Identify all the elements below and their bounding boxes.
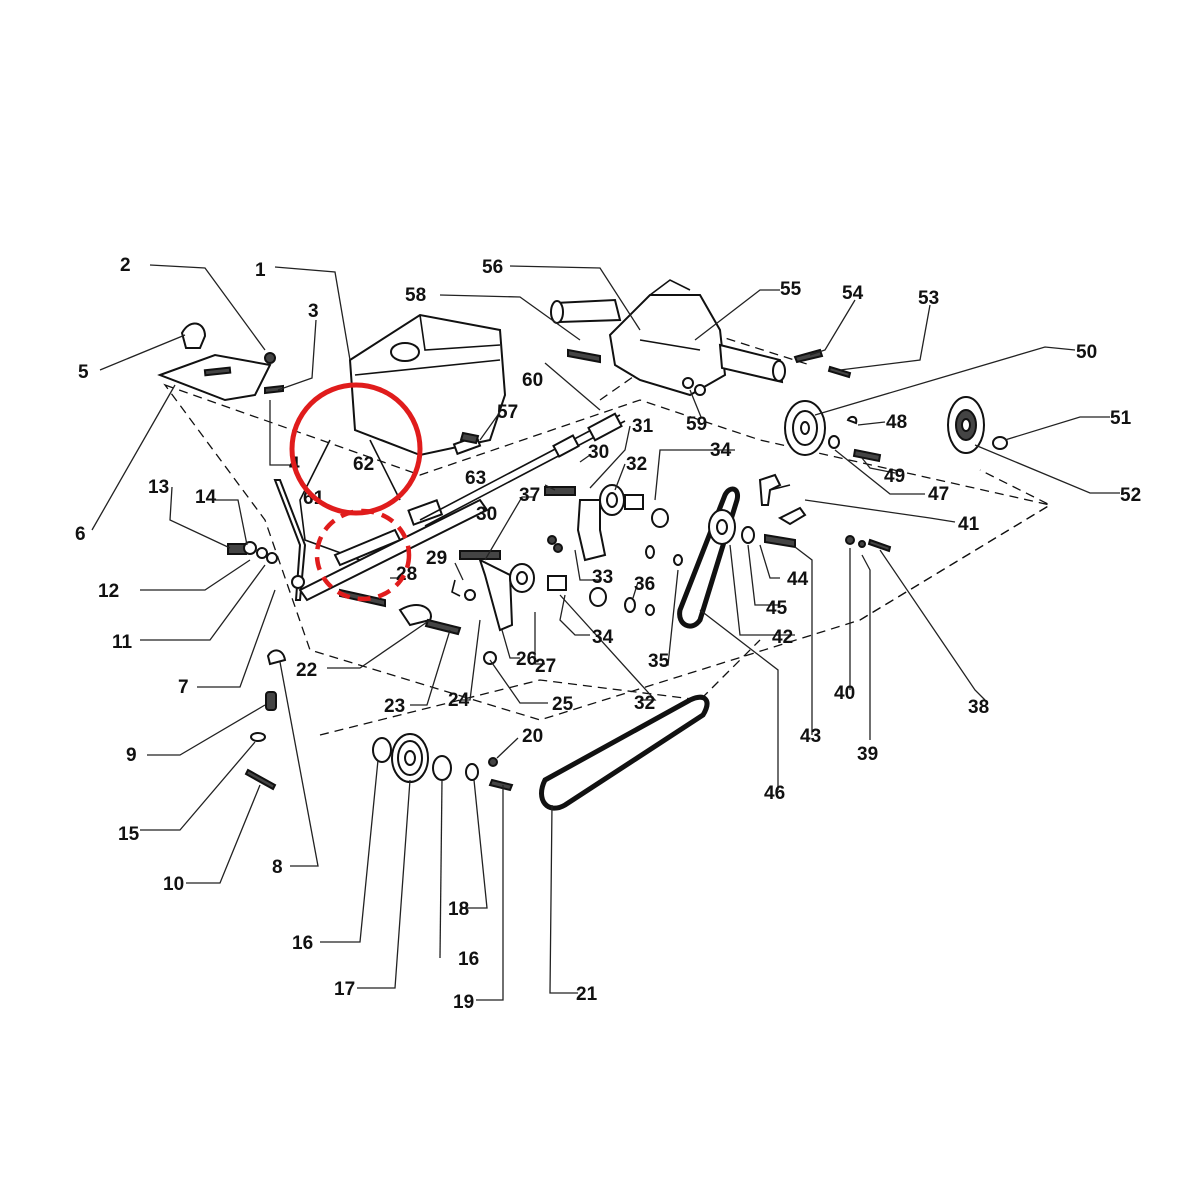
drive-pulley-parts [708, 509, 892, 553]
callout-52: 52 [1120, 485, 1141, 506]
bracket-pulley-parts [509, 484, 683, 616]
callout-24: 24 [448, 690, 470, 711]
callout-29: 29 [426, 548, 447, 569]
callout-22: 22 [296, 660, 317, 681]
callout-12: 12 [98, 581, 119, 602]
callout-50: 50 [1076, 342, 1097, 363]
callout-6: 6 [75, 524, 86, 545]
callout-9: 9 [126, 745, 137, 766]
callout-40: 40 [834, 683, 855, 704]
callout-32-upper: 32 [626, 454, 647, 475]
control-panel-part [157, 322, 284, 402]
callout-34-upper: 34 [710, 440, 732, 461]
callout-39: 39 [857, 744, 878, 765]
callout-63: 63 [465, 468, 486, 489]
control-rod-parts [419, 412, 626, 560]
transmission-parts [459, 279, 852, 445]
shift-lever-part [273, 479, 307, 601]
callout-34-lower: 34 [592, 627, 614, 648]
engine-part [299, 313, 507, 561]
callout-21: 21 [576, 984, 598, 1005]
callout-55: 55 [780, 279, 802, 300]
callout-2: 2 [120, 255, 131, 276]
callout-30-upper: 30 [588, 442, 609, 463]
callout-45: 45 [766, 598, 788, 619]
callout-42: 42 [772, 627, 793, 648]
lower-pulley-parts [372, 733, 514, 792]
callout-38: 38 [968, 697, 989, 718]
callout-23: 23 [384, 696, 405, 717]
highlight-circle-dashed [314, 508, 412, 602]
callout-30-lower: 30 [476, 504, 497, 525]
callout-1: 1 [255, 260, 266, 281]
bracket-41-parts [758, 473, 807, 526]
callout-5: 5 [78, 362, 89, 383]
callout-25: 25 [552, 694, 574, 715]
callout-16-right: 16 [458, 949, 479, 970]
callout-labels: 1 2 3 4 5 6 7 8 9 10 11 12 13 14 15 16 1… [75, 255, 1141, 1013]
callout-43: 43 [800, 726, 821, 747]
highlight-circle-solid [289, 382, 423, 516]
callout-58: 58 [405, 285, 426, 306]
callout-16-left: 16 [292, 933, 313, 954]
callout-46: 46 [764, 783, 785, 804]
callout-59: 59 [686, 414, 707, 435]
wheel-pulley-parts [784, 396, 1008, 463]
callout-41: 41 [958, 514, 980, 535]
callout-3: 3 [308, 301, 319, 322]
linkage-parts [298, 498, 514, 665]
callout-54: 54 [842, 283, 864, 304]
callout-32-lower: 32 [634, 693, 655, 714]
callout-53: 53 [918, 288, 939, 309]
callout-35: 35 [648, 651, 670, 672]
callout-57: 57 [497, 402, 518, 423]
callout-15: 15 [118, 824, 140, 845]
belt-parts [539, 486, 741, 811]
callout-47: 47 [928, 484, 949, 505]
left-hardware-parts [227, 541, 287, 791]
callout-56: 56 [482, 257, 503, 278]
callout-18: 18 [448, 899, 469, 920]
callout-10: 10 [163, 874, 184, 895]
callout-8: 8 [272, 857, 283, 878]
callout-62: 62 [353, 454, 374, 475]
callout-60: 60 [522, 370, 543, 391]
callout-19: 19 [453, 992, 474, 1013]
callout-44: 44 [787, 569, 809, 590]
callout-11: 11 [112, 632, 133, 653]
callout-26: 26 [516, 649, 537, 670]
callout-7: 7 [178, 677, 189, 698]
callout-37: 37 [519, 485, 540, 506]
callout-49: 49 [884, 466, 905, 487]
highlight-annotations [289, 382, 423, 602]
callout-27: 27 [535, 656, 556, 677]
callout-20: 20 [522, 726, 543, 747]
callout-33: 33 [592, 567, 613, 588]
callout-13: 13 [148, 477, 169, 498]
part-drawings [157, 279, 1008, 811]
callout-31: 31 [632, 416, 654, 437]
callout-36: 36 [634, 574, 655, 595]
callout-51: 51 [1110, 408, 1132, 429]
callout-17: 17 [334, 979, 355, 1000]
leader-lines [91, 264, 1120, 1001]
callout-48: 48 [886, 412, 907, 433]
callout-14: 14 [195, 487, 217, 508]
